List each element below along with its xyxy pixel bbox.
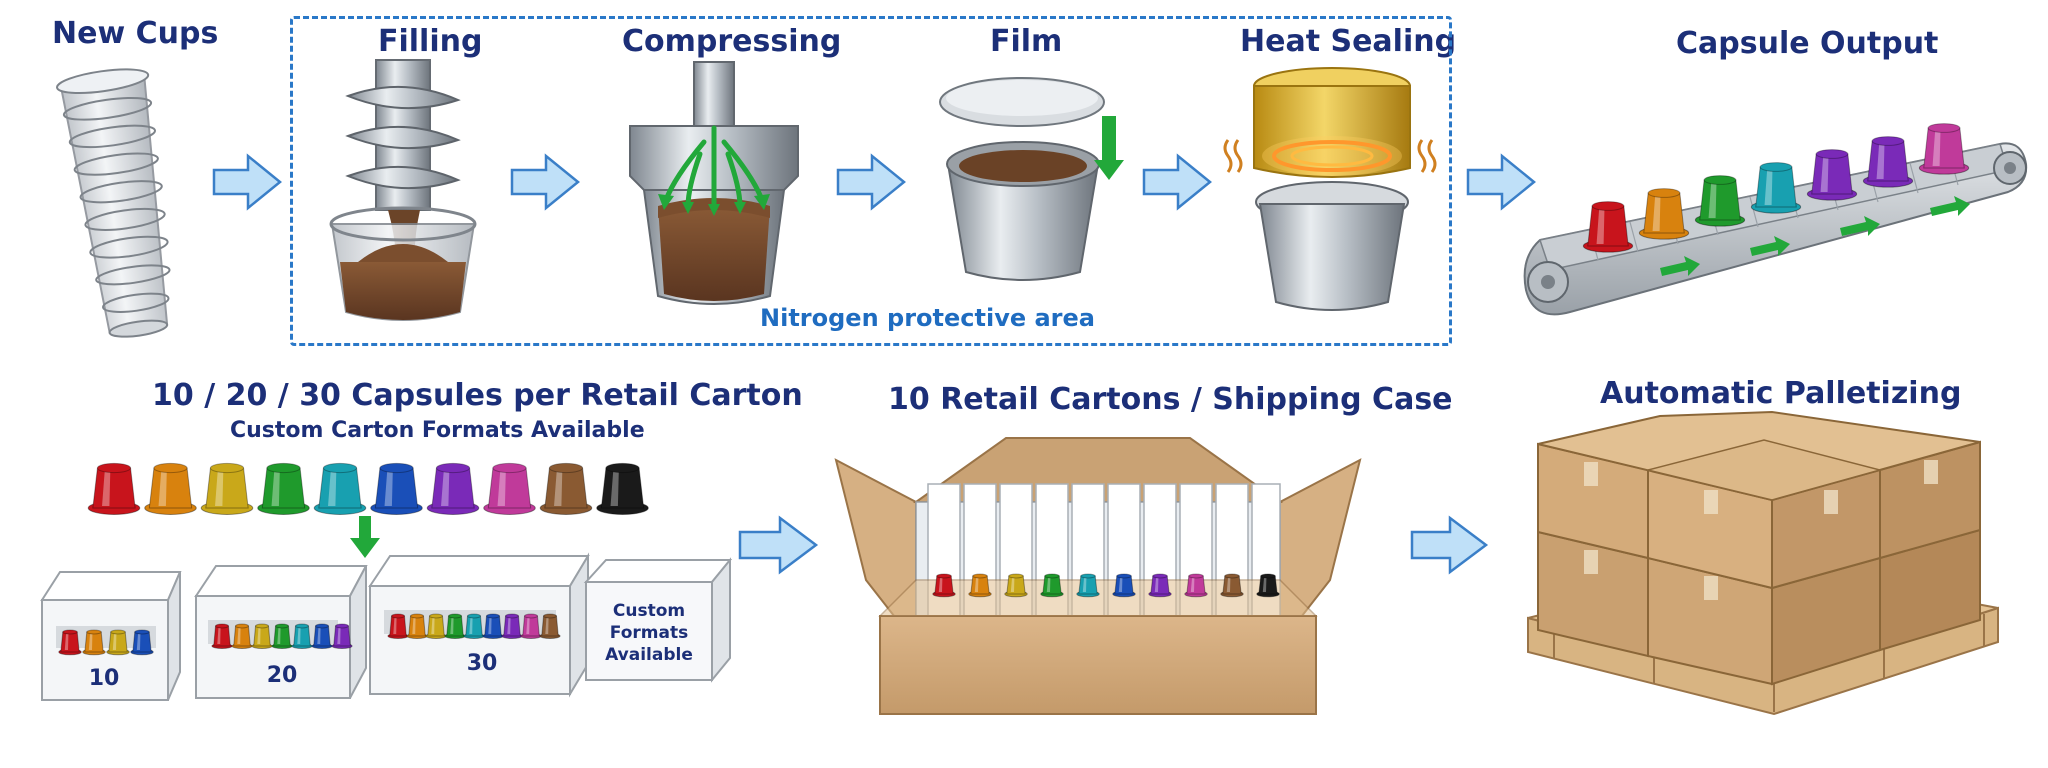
conveyor-capsule: [1918, 123, 1970, 175]
carton-label-10: 10: [89, 666, 120, 691]
case-carton-capsule: [1004, 573, 1028, 598]
carton-capsule: [501, 613, 523, 640]
carton-capsule: [251, 623, 273, 650]
cup-stack-image: [56, 68, 171, 338]
carton-10: 10: [40, 571, 182, 701]
carton-capsule: [271, 623, 293, 650]
flow-arrow-icon: [1410, 515, 1489, 575]
capsule-row-image: [87, 462, 649, 515]
retail-carton-subtitle: Custom Carton Formats Available: [230, 418, 645, 443]
carton-capsule: [58, 629, 82, 656]
carton-capsule: [82, 629, 106, 656]
capsule-row-item: [596, 462, 649, 515]
capsule-row-item: [313, 462, 367, 515]
carton-capsules-image: [58, 613, 561, 656]
case-carton-capsule: [932, 573, 956, 598]
compressing-title: Compressing: [622, 24, 842, 59]
carton-capsule: [231, 623, 253, 650]
carton-capsule: [520, 613, 542, 640]
shipping-case-title: 10 Retail Cartons / Shipping Case: [888, 382, 1453, 417]
film-image: [939, 77, 1124, 281]
case-carton-capsule: [1076, 573, 1100, 598]
capsule-row-item: [483, 462, 536, 515]
shipping-case-image: [834, 437, 1362, 715]
case-carton-capsule: [1112, 573, 1136, 598]
carton-capsule: [311, 623, 333, 650]
carton-capsule: [482, 613, 504, 640]
carton-capsule: [130, 629, 154, 656]
case-capsules-image: [932, 573, 1280, 598]
carton-capsule: [387, 613, 409, 640]
filling-title: Filling: [378, 24, 483, 59]
case-carton-capsule: [1256, 573, 1280, 598]
down-arrow-icon: [350, 516, 380, 558]
case-carton-capsule: [1040, 573, 1064, 598]
nitrogen-protective-area: [290, 16, 1452, 346]
case-carton-capsule: [1184, 573, 1208, 598]
carton-label-20: 20: [267, 663, 298, 688]
custom-box-line2: Formats: [610, 623, 688, 643]
capsule-row-item: [257, 462, 310, 515]
conveyor-capsule: [1806, 149, 1858, 201]
carton-capsule: [425, 613, 447, 640]
new-cups-title: New Cups: [52, 16, 219, 51]
heat-sealing-title: Heat Sealing: [1240, 24, 1457, 59]
conveyor-capsule: [1694, 175, 1746, 227]
custom-box-line1: Custom: [613, 601, 685, 621]
filling-auger-image: [329, 59, 477, 321]
capsule-row-item: [87, 462, 141, 515]
film-title: Film: [990, 24, 1063, 59]
case-carton-capsule: [1220, 573, 1244, 598]
capsule-output-title: Capsule Output: [1676, 26, 1939, 61]
capsule-row-item: [370, 462, 423, 515]
custom-formats-box: Custom Formats Available: [583, 557, 733, 683]
conveyor-capsule: [1750, 162, 1802, 214]
flow-arrow-icon: [510, 153, 580, 211]
carton-label-30: 30: [467, 651, 498, 676]
pallet-image: [1527, 410, 1999, 716]
carton-capsule: [539, 613, 561, 640]
capsule-row-item: [539, 462, 593, 515]
capsule-row-item: [426, 462, 480, 515]
carton-capsule: [291, 623, 313, 650]
carton-capsule: [406, 613, 428, 640]
capsule-row-item: [144, 462, 197, 515]
conveyor-capsule: [1862, 136, 1914, 188]
capsule-row-item: [200, 462, 254, 515]
heat-sealing-image: [1223, 67, 1437, 311]
custom-box-line3: Available: [605, 645, 693, 665]
palletizing-title: Automatic Palletizing: [1600, 376, 1962, 411]
carton-capsule: [331, 623, 353, 650]
nitrogen-area-label: Nitrogen protective area: [760, 304, 1095, 332]
carton-capsule: [106, 629, 130, 656]
conveyor-capsule: [1582, 201, 1634, 253]
flow-arrow-icon: [836, 153, 906, 211]
carton-capsule: [444, 613, 466, 640]
carton-capsule: [463, 613, 485, 640]
flow-arrow-icon: [212, 153, 282, 211]
flow-arrow-icon: [738, 515, 819, 575]
case-carton-capsule: [968, 573, 992, 598]
flow-arrow-icon: [1142, 153, 1212, 211]
retail-carton-title: 10 / 20 / 30 Capsules per Retail Carton: [152, 378, 803, 413]
conveyor-capsule: [1638, 188, 1690, 240]
conveyor-capsules-image: [1582, 123, 1970, 253]
compressing-image: [629, 61, 799, 305]
flow-arrow-icon: [1466, 153, 1536, 211]
carton-capsule: [211, 623, 233, 650]
case-carton-capsule: [1148, 573, 1172, 598]
